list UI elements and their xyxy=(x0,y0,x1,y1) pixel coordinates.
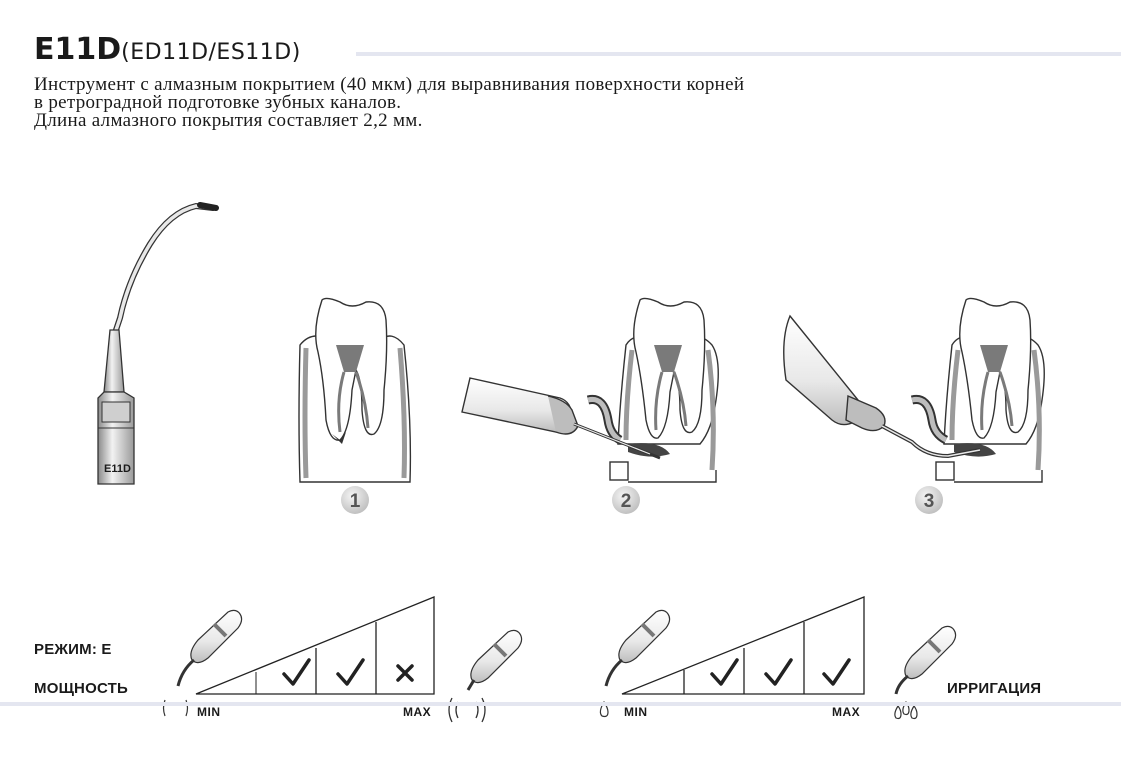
tip-marking: E11D xyxy=(104,463,131,475)
irrigation-scale xyxy=(621,596,865,695)
title-row: E11D(ED11D/ES11D) xyxy=(34,32,1121,68)
step-3-badge xyxy=(915,486,943,514)
title-divider xyxy=(356,52,1121,56)
drop-icon xyxy=(894,704,902,720)
power-min-label: MIN xyxy=(197,705,221,719)
power-scale xyxy=(195,596,435,695)
step-2-number: 2 xyxy=(621,491,632,512)
tip-illustration xyxy=(97,202,219,485)
description-line-2: в ретроградной подготовке зубных каналов… xyxy=(34,92,402,113)
handpiece-icon xyxy=(599,609,671,718)
drop-icon xyxy=(910,704,918,720)
bottom-divider xyxy=(0,702,1121,706)
title-variants: (ED11D/ES11D) xyxy=(121,40,301,65)
step-2-badge xyxy=(612,486,640,514)
cross-icon xyxy=(396,664,414,682)
description-line-3: Длина алмазного покрытия составляет 2,2 … xyxy=(34,110,423,131)
irrigation-min-label: MIN xyxy=(624,705,648,719)
mode-label: РЕЖИМ: Е xyxy=(34,641,112,658)
description-line-1: Инструмент с алмазным покрытием (40 мкм)… xyxy=(34,74,745,95)
step-1-badge xyxy=(341,486,369,514)
page-title: E11D(ED11D/ES11D) xyxy=(34,32,301,71)
check-icon xyxy=(336,658,365,686)
handpiece-icon xyxy=(448,629,523,723)
step-1-number: 1 xyxy=(350,491,361,512)
power-label: МОЩНОСТЬ xyxy=(34,680,132,697)
irrigation-label: ИРРИГАЦИЯ xyxy=(943,680,1046,697)
description: Инструмент с алмазным покрытием (40 мкм)… xyxy=(34,74,994,131)
step-2-illustration xyxy=(461,297,719,483)
power-max-label: MAX xyxy=(403,705,432,719)
check-icon xyxy=(764,658,793,686)
step-3-illustration xyxy=(783,297,1045,483)
step-1-illustration xyxy=(298,297,412,483)
check-icon xyxy=(710,658,739,686)
irrigation-max-label: MAX xyxy=(832,705,861,719)
check-icon xyxy=(282,658,311,686)
handpiece-icon xyxy=(162,609,243,717)
step-3-number: 3 xyxy=(924,491,935,512)
title-code: E11D xyxy=(34,32,122,67)
check-icon xyxy=(822,658,851,686)
